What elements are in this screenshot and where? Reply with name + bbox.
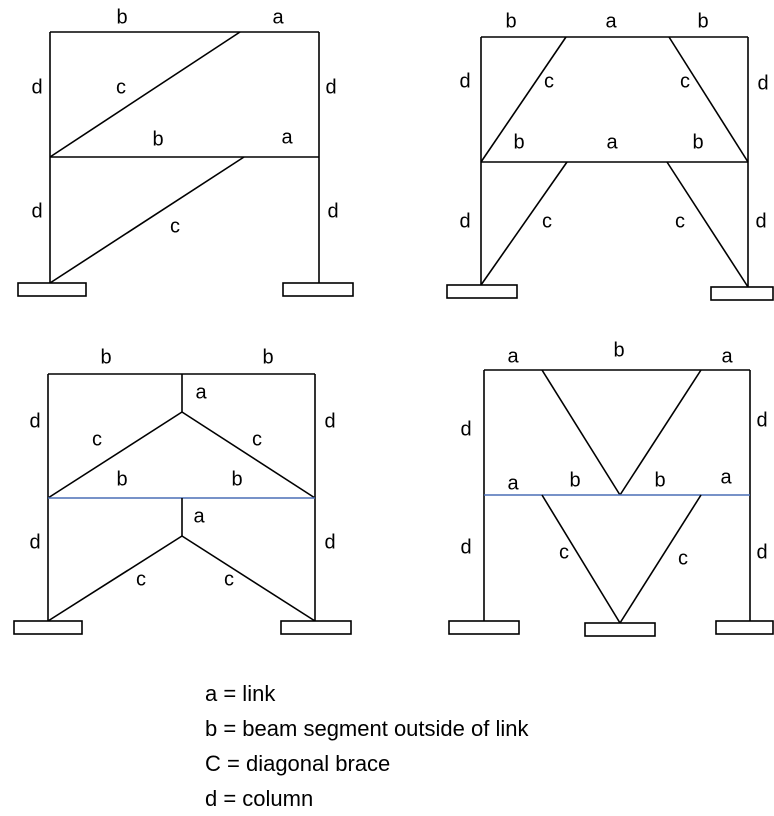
- frame-2-right-footing: [710, 286, 774, 301]
- label-a: a: [272, 6, 284, 28]
- label-c: c: [252, 428, 262, 450]
- label-b: b: [231, 468, 242, 490]
- label-a: a: [721, 345, 733, 367]
- frame-2-upper-right-brace: [668, 36, 749, 163]
- frame-1: b a d c d b a d c d: [17, 6, 354, 297]
- legend-diagonal-brace: C = diagonal brace: [205, 751, 391, 776]
- label-b: b: [692, 131, 703, 153]
- label-a: a: [605, 10, 617, 32]
- frame-3-left-footing: [13, 620, 83, 635]
- label-b: b: [569, 469, 580, 491]
- label-d: d: [325, 76, 336, 98]
- label-c: c: [559, 541, 569, 563]
- label-b: b: [116, 468, 127, 490]
- frame-1-right-footing: [282, 282, 354, 297]
- frame-3-upper-right-brace: [181, 411, 316, 499]
- legend-beam-segment: b = beam segment outside of link: [205, 716, 529, 741]
- label-d: d: [29, 410, 40, 432]
- label-c: c: [92, 428, 102, 450]
- label-a: a: [507, 472, 519, 494]
- label-b: b: [697, 10, 708, 32]
- frame-2-lower-left-brace: [480, 161, 568, 286]
- label-d: d: [756, 409, 767, 431]
- label-b: b: [505, 10, 516, 32]
- frame-1-left-footing: [17, 282, 87, 297]
- label-b: b: [262, 346, 273, 368]
- label-d: d: [756, 541, 767, 563]
- label-d: d: [459, 210, 470, 232]
- label-c: c: [678, 547, 688, 569]
- frame-3-right-footing: [280, 620, 352, 635]
- label-a: a: [507, 345, 519, 367]
- label-b: b: [513, 131, 524, 153]
- label-b: b: [152, 128, 163, 150]
- frame-2: b a b d c c d b a b d c c d: [446, 10, 774, 301]
- frame-4-upper-left-brace: [541, 369, 621, 496]
- frame-4-lower-right-brace: [619, 494, 702, 624]
- label-a: a: [281, 126, 293, 148]
- frame-4-left-footing: [448, 620, 520, 635]
- label-d: d: [459, 70, 470, 92]
- label-a: a: [195, 381, 207, 403]
- label-a: a: [606, 131, 618, 153]
- label-d: d: [327, 200, 338, 222]
- label-b: b: [116, 6, 127, 28]
- legend-column: d = column: [205, 786, 314, 811]
- frame-4-lower-left-brace: [541, 494, 621, 624]
- label-a: a: [193, 505, 205, 527]
- label-d: d: [324, 410, 335, 432]
- label-a: a: [720, 466, 732, 488]
- label-d: d: [29, 531, 40, 553]
- legend-link: a = link: [205, 681, 276, 706]
- label-d: d: [460, 536, 471, 558]
- label-b: b: [613, 339, 624, 361]
- label-d: d: [31, 200, 42, 222]
- label-b: b: [654, 469, 665, 491]
- label-b: b: [100, 346, 111, 368]
- frame-3-upper-left-brace: [47, 411, 183, 499]
- frame-2-left-footing: [446, 284, 518, 299]
- label-d: d: [460, 418, 471, 440]
- label-c: c: [544, 70, 554, 92]
- label-d: d: [755, 210, 766, 232]
- label-c: c: [542, 210, 552, 232]
- label-c: c: [136, 568, 146, 590]
- legend: a = link b = beam segment outside of lin…: [205, 676, 528, 816]
- label-c: c: [680, 70, 690, 92]
- label-c: c: [170, 215, 180, 237]
- frame-2-upper-left-brace: [480, 36, 567, 163]
- frame-4-center-footing: [584, 622, 656, 637]
- frame-1-upper-brace: [49, 31, 241, 158]
- label-d: d: [757, 72, 768, 94]
- label-d: d: [31, 76, 42, 98]
- frame-3: b b a d c c d b b a d d c c: [13, 346, 352, 635]
- frame-4-upper-right-brace: [619, 369, 702, 496]
- frame-3-lower-right-brace: [181, 535, 316, 622]
- frame-2-lower-right-brace: [666, 161, 749, 288]
- frame-4: a b a d d a b b a d c c d: [448, 339, 774, 637]
- frame-4-right-footing: [715, 620, 774, 635]
- label-d: d: [324, 531, 335, 553]
- label-c: c: [116, 76, 126, 98]
- frame-1-lower-brace: [49, 156, 245, 284]
- frame-3-lower-left-brace: [47, 535, 183, 622]
- label-c: c: [675, 210, 685, 232]
- label-c: c: [224, 568, 234, 590]
